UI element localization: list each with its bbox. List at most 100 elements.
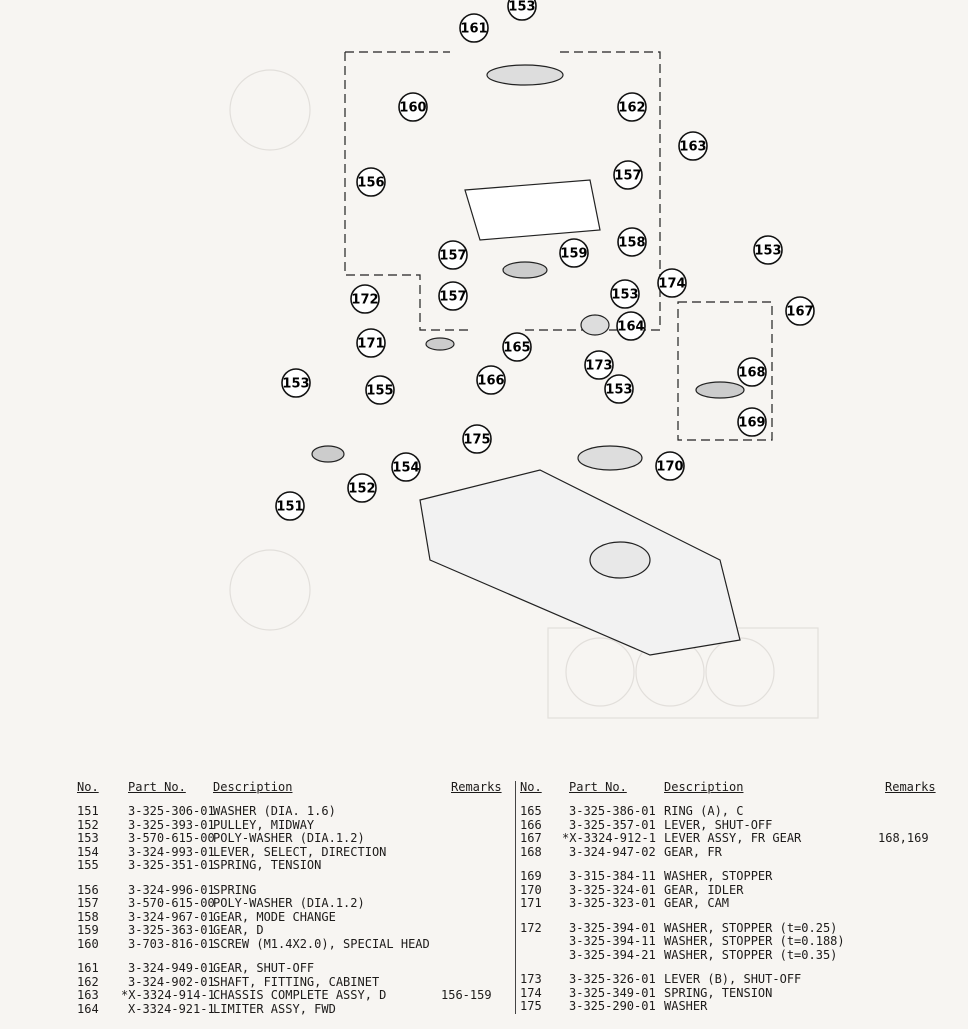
mechanism-parts bbox=[311, 64, 745, 656]
cell-part-number-ref: 169 bbox=[520, 869, 542, 883]
callout-153: 153 bbox=[507, 0, 537, 21]
header-no: No. bbox=[77, 780, 99, 794]
cell-description: WASHER, STOPPER (t=0.35) bbox=[664, 947, 838, 962]
cell-part-no: 3-325-386-01 bbox=[569, 804, 656, 818]
callout-166: 166 bbox=[476, 365, 506, 395]
cell-part-no: 3-325-393-01 bbox=[128, 817, 215, 832]
cell-part-number-ref: 151 bbox=[77, 804, 99, 818]
callout-label: 169 bbox=[738, 416, 765, 431]
cell-description: SCREW (M1.4X2.0), SPECIAL HEAD bbox=[213, 936, 430, 951]
callout-164: 164 bbox=[616, 311, 646, 341]
cell-remarks: 156-159 bbox=[441, 988, 492, 1002]
callout-152: 152 bbox=[347, 473, 377, 503]
cell-part-number-ref: 166 bbox=[520, 817, 542, 832]
callout-circle bbox=[737, 407, 767, 437]
header-remarks: Remarks bbox=[451, 780, 502, 794]
callout-circle bbox=[507, 0, 537, 21]
callout-162: 162 bbox=[617, 92, 647, 122]
cell-description: SPRING, TENSION bbox=[213, 858, 322, 872]
callout-154: 154 bbox=[391, 452, 421, 482]
cell-part-no: 3-325-290-01 bbox=[569, 999, 656, 1013]
cell-description: WASHER, STOPPER (t=0.25) bbox=[664, 920, 838, 935]
cell-description: SPRING, TENSION bbox=[664, 985, 773, 1000]
callout-171: 171 bbox=[356, 328, 386, 358]
callout-label: 157 bbox=[439, 249, 466, 264]
callout-163: 163 bbox=[678, 131, 708, 161]
callout-170: 170 bbox=[655, 451, 685, 481]
callout-label: 153 bbox=[754, 244, 781, 259]
callout-label: 161 bbox=[460, 22, 487, 37]
cell-part-number-ref: 157 bbox=[77, 896, 99, 910]
header-part-no: Part No. bbox=[128, 780, 186, 794]
cell-part-no: 3-325-394-11 bbox=[569, 934, 656, 948]
cell-description: CHASSIS COMPLETE ASSY, D bbox=[213, 988, 387, 1002]
callout-circle bbox=[365, 375, 395, 405]
header-part-no: Part No. bbox=[569, 780, 627, 794]
callout-circle bbox=[617, 227, 647, 257]
callout-circle bbox=[350, 284, 380, 314]
cell-part-number-ref: 172 bbox=[520, 920, 542, 935]
callout-label: 164 bbox=[617, 320, 644, 335]
cell-part-no: 3-325-324-01 bbox=[569, 882, 656, 897]
callout-circle bbox=[657, 268, 687, 298]
callout-label: 163 bbox=[679, 140, 706, 155]
callout-165: 165 bbox=[502, 332, 532, 362]
cell-part-no: 3-324-949-01 bbox=[128, 961, 215, 975]
cell-part-number-ref: 175 bbox=[520, 999, 542, 1013]
callout-label: 157 bbox=[614, 169, 641, 184]
cell-part-no: 3-325-357-01 bbox=[569, 817, 656, 832]
cell-part-no: 3-315-384-11 bbox=[569, 869, 656, 883]
callout-169: 169 bbox=[737, 407, 767, 437]
cell-part-no: 3-324-967-01 bbox=[128, 909, 215, 924]
callout-156: 156 bbox=[356, 167, 386, 197]
callout-153: 153 bbox=[610, 279, 640, 309]
callout-153: 153 bbox=[604, 374, 634, 404]
cell-part-number-ref: 168 bbox=[520, 844, 542, 859]
cell-part-number-ref: 173 bbox=[520, 972, 542, 986]
callout-label: 173 bbox=[585, 359, 612, 374]
callout-circle bbox=[398, 92, 428, 122]
group-spacer bbox=[77, 873, 497, 884]
cell-part-no: 3-325-306-01 bbox=[128, 804, 215, 818]
cell-description: GEAR, IDLER bbox=[664, 882, 744, 897]
callout-155: 155 bbox=[365, 375, 395, 405]
callout-circle bbox=[785, 296, 815, 326]
cell-part-number-ref: 163 bbox=[77, 988, 99, 1002]
callout-label: 171 bbox=[357, 337, 384, 352]
cell-part-no: 3-325-349-01 bbox=[569, 985, 656, 1000]
cell-part-number-ref: 167 bbox=[520, 831, 542, 845]
callout-157: 157 bbox=[613, 160, 643, 190]
cell-description: WASHER, STOPPER (t=0.188) bbox=[664, 934, 845, 948]
cell-part-number-ref: 152 bbox=[77, 817, 99, 832]
cell-part-number-ref: 162 bbox=[77, 974, 99, 989]
callout-circle bbox=[678, 131, 708, 161]
callout-168: 168 bbox=[737, 357, 767, 387]
callout-circle bbox=[737, 357, 767, 387]
callout-153: 153 bbox=[753, 235, 783, 265]
callout-circle bbox=[610, 279, 640, 309]
cell-description: POLY-WASHER (DIA.1.2) bbox=[213, 831, 365, 845]
callout-label: 153 bbox=[605, 383, 632, 398]
cell-part-no: 3-325-323-01 bbox=[569, 896, 656, 910]
callout-label: 154 bbox=[392, 461, 419, 476]
callout-circle bbox=[356, 328, 386, 358]
cell-part-number-ref: 155 bbox=[77, 858, 99, 872]
cell-description: RING (A), C bbox=[664, 804, 744, 818]
callout-161: 161 bbox=[459, 13, 489, 43]
cell-description: GEAR, FR bbox=[664, 844, 722, 859]
callout-circle bbox=[613, 160, 643, 190]
